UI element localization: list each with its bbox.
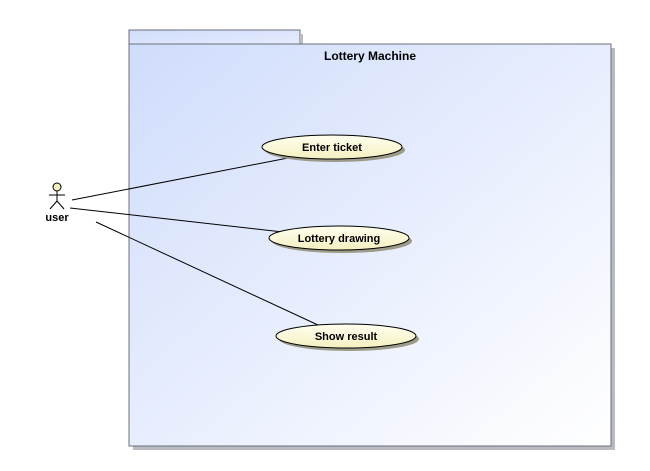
association-user-lottery-drawing[interactable] xyxy=(69,207,284,233)
use-case-ellipse xyxy=(261,134,403,160)
actor-head xyxy=(52,182,62,192)
use-case-show-result[interactable]: Show result xyxy=(275,323,419,351)
use-case-label: Lottery drawing xyxy=(298,233,381,245)
use-case-enter-ticket[interactable]: Enter ticket xyxy=(261,134,405,162)
association-user-show-result[interactable] xyxy=(95,221,319,326)
package-tab-shadow xyxy=(300,34,303,44)
package-frame[interactable]: Lottery Machine xyxy=(128,29,615,450)
actor-right-leg xyxy=(56,200,65,210)
use-case-label: Enter ticket xyxy=(302,142,362,154)
use-case-ellipse xyxy=(268,225,410,251)
association-user-enter-ticket[interactable] xyxy=(71,157,289,201)
actor-user[interactable]: user xyxy=(45,182,69,224)
actor-label: user xyxy=(45,212,69,224)
package-title: Lottery Machine xyxy=(324,49,416,63)
actor-left-leg xyxy=(49,200,58,210)
use-case-lottery-drawing[interactable]: Lottery drawing xyxy=(268,225,412,253)
package-tab xyxy=(128,29,301,45)
use-case-label: Show result xyxy=(315,331,378,343)
associations xyxy=(69,157,319,326)
actor-stick-figure-icon xyxy=(49,182,65,210)
use-case-ellipse xyxy=(275,323,417,349)
